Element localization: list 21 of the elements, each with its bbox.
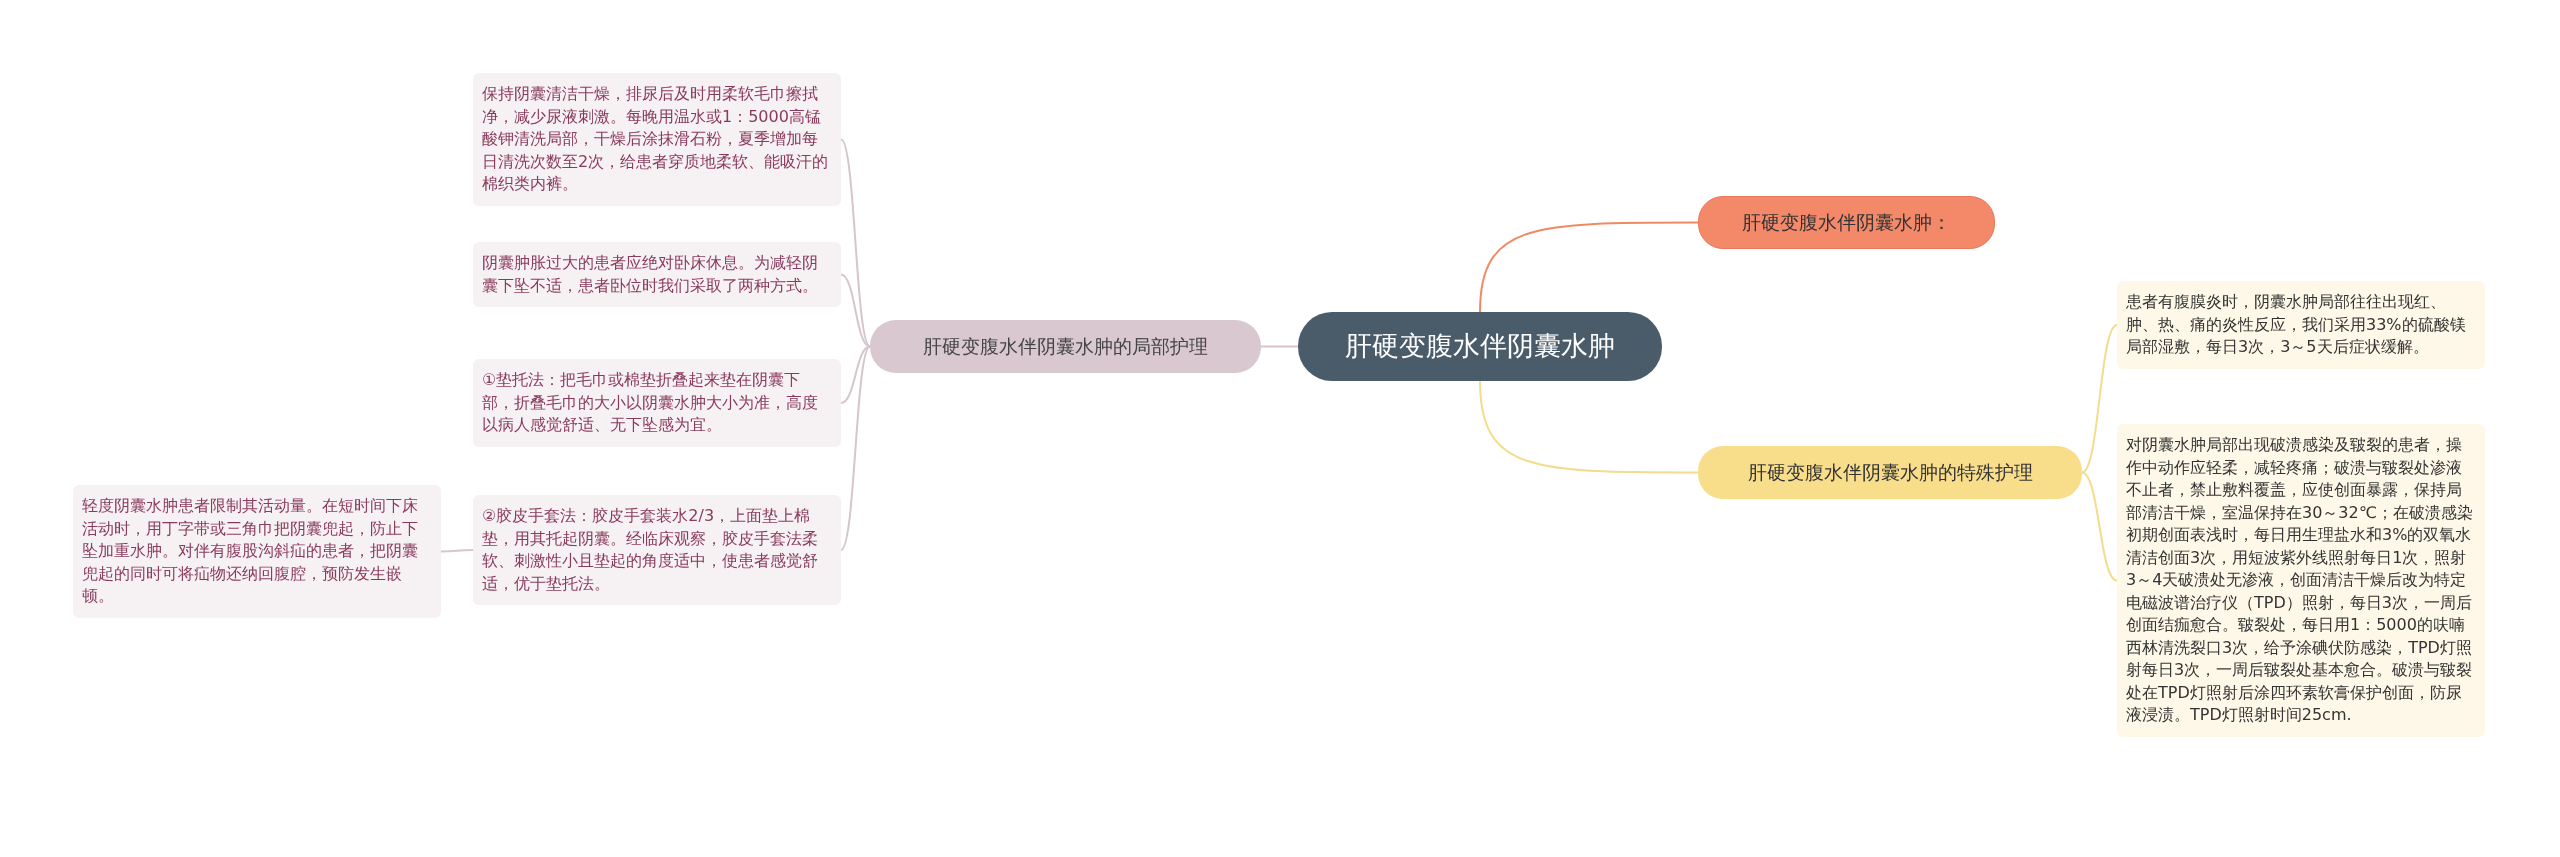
connector-line [840,273,871,348]
central-topic: 肝硬变腹水伴阴囊水肿 [1298,312,1662,381]
topic-pill: 肝硬变腹水伴阴囊水肿的局部护理 [870,320,1261,373]
connector-line [2081,324,2118,474]
connector-line [840,345,871,404]
note-card: 患者有腹膜炎时，阴囊水肿局部往往出现红、肿、热、痛的炎性反应，我们采用33%的硫酸镁局部湿敷，每日3次，3～5天后症状缓解。 [2117,281,2485,369]
connector-line [2081,471,2118,582]
note-card: ②胶皮手套法：胶皮手套装水2/3，上面垫上棉垫，用其托起阴囊。经临床观察，胶皮手套法柔软、刺激性小且垫起的角度适中，使患者感觉舒适，优于垫托法。 [473,495,841,605]
note-card: 保持阴囊清洁干燥，排尿后及时用柔软毛巾擦拭净，减少尿液刺激。每晚用温水或1：5000高锰酸钾清洗局部，干燥后涂抹滑石粉，夏季增加每日清洗次数至2次，给患者穿质地柔软、能吸汗的棉织类内裤。 [473,73,841,206]
connector-line [840,345,871,551]
connector-line [440,549,474,553]
connector-line [1479,380,1699,474]
note-card: 阴囊肿胀过大的患者应绝对卧床休息。为减轻阴囊下坠不适，患者卧位时我们采取了两种方式。 [473,242,841,307]
note-card: 对阴囊水肿局部出现破溃感染及皲裂的患者，操作中动作应轻柔，减轻疼痛；破溃与皲裂处渗液不止者，禁止敷料覆盖，应使创面暴露，保持局部清洁干燥，室温保持在30～32℃；在破溃感染初期创面表浅时，每日用生理盐水和3%的双氧水清洁创面3次，用短波紫外线照射每日1次，照射3～4天破溃处无渗液，创面清洁干燥后改为特定电磁波谱治疗仪（TPD）照射，每日3次，一周后创面结痂愈合。皲裂处，每日用1：5000的呋喃西林清洗裂口3次，给予涂碘伏防感染，TPD灯照射每日3次，一周后皲裂处基本愈合。破溃与皲裂处在TPD灯照射后涂四环素软膏保护创面，防尿液浸渍。TPD灯照射时间25cm. [2117,424,2485,737]
note-card: ①垫托法：把毛巾或棉垫折叠起来垫在阴囊下部，折叠毛巾的大小以阴囊水肿大小为准，高度以病人感觉舒适、无下坠感为宜。 [473,359,841,447]
topic-pill: 肝硬变腹水伴阴囊水肿的特殊护理 [1698,446,2082,499]
connector-line [1479,221,1699,313]
note-card: 轻度阴囊水肿患者限制其活动量。在短时间下床活动时，用丁字带或三角巾把阴囊兜起，防止下坠加重水肿。对伴有腹股沟斜疝的患者，把阴囊兜起的同时可将疝物还纳回腹腔，预防发生嵌顿。 [73,485,441,618]
topic-pill: 肝硬变腹水伴阴囊水肿： [1698,196,1995,249]
connector-line [840,138,871,348]
connector-line [1260,345,1299,348]
